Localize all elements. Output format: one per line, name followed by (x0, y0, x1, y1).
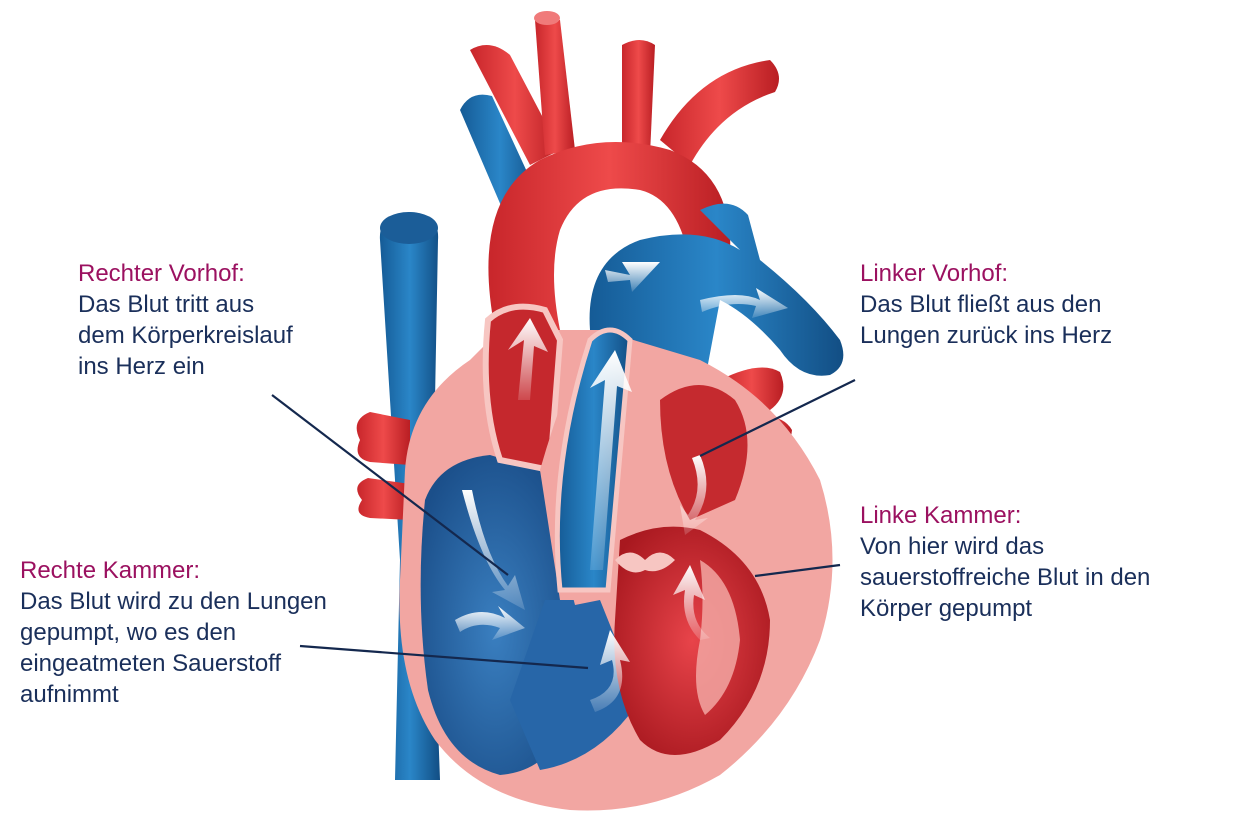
label-left-atrium: Linker Vorhof: Das Blut fließt aus den L… (860, 258, 1220, 351)
label-right-atrium: Rechter Vorhof: Das Blut tritt aus dem K… (78, 258, 378, 382)
label-right-ventricle: Rechte Kammer: Das Blut wird zu den Lung… (20, 555, 400, 710)
label-left-atrium-body: Das Blut fließt aus den Lungen zurück in… (860, 289, 1220, 351)
label-right-atrium-title: Rechter Vorhof: (78, 258, 378, 289)
pulmonary-vein-left-lower (357, 478, 410, 520)
label-left-ventricle-title: Linke Kammer: (860, 500, 1230, 531)
label-left-ventricle: Linke Kammer: Von hier wird das sauersto… (860, 500, 1230, 624)
pulmonary-vein-left (357, 412, 410, 465)
label-right-atrium-body: Das Blut tritt aus dem Körperkreislauf i… (78, 289, 378, 382)
label-right-ventricle-title: Rechte Kammer: (20, 555, 400, 586)
label-left-ventricle-body: Von hier wird das sauerstoffreiche Blut … (860, 531, 1230, 624)
label-right-ventricle-body: Das Blut wird zu den Lungen gepumpt, wo … (20, 586, 400, 710)
label-left-atrium-title: Linker Vorhof: (860, 258, 1220, 289)
